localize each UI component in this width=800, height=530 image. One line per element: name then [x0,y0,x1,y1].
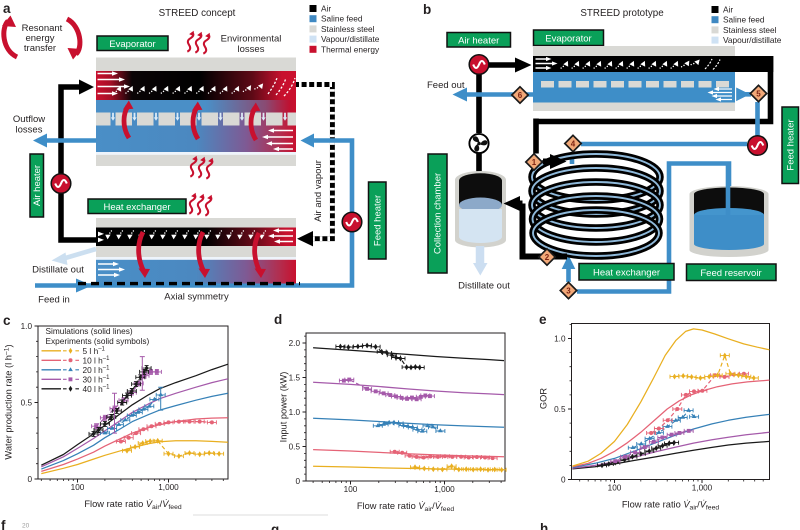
svg-text:Evaporator: Evaporator [109,39,155,50]
svg-text:1,000: 1,000 [692,484,713,493]
svg-text:STREED concept: STREED concept [159,8,236,19]
svg-text:Saline feed: Saline feed [723,15,765,25]
svg-text:4: 4 [571,139,576,148]
svg-text:Stainless steel: Stainless steel [321,24,375,34]
svg-text:2.0: 2.0 [289,339,301,348]
svg-text:Input power (kW): Input power (kW) [279,372,289,443]
svg-text:Feed reservoir: Feed reservoir [700,268,761,279]
svg-text:g: g [271,522,279,530]
svg-text:Environmental: Environmental [221,34,282,45]
svg-text:Heat exchanger: Heat exchanger [103,202,170,213]
svg-text:Heat exchanger: Heat exchanger [593,268,660,279]
svg-text:5: 5 [756,89,761,98]
svg-text:losses: losses [238,44,265,55]
svg-text:Saline feed: Saline feed [321,14,363,24]
svg-text:100: 100 [608,484,622,493]
svg-text:Feed in: Feed in [38,295,70,306]
svg-text:0: 0 [295,477,300,486]
svg-text:0.5: 0.5 [289,442,301,451]
svg-text:30 l h–1: 30 l h–1 [83,374,111,384]
svg-text:losses: losses [16,125,43,136]
svg-text:energy: energy [25,33,54,44]
svg-text:GOR: GOR [539,388,549,409]
svg-text:Air and vapour: Air and vapour [313,160,324,222]
svg-text:Feed out: Feed out [427,80,465,91]
svg-text:Vapour/distillate: Vapour/distillate [723,35,782,45]
svg-text:Feed heater: Feed heater [373,195,384,246]
svg-text:1: 1 [532,158,537,167]
svg-text:Evaporator: Evaporator [545,33,591,44]
svg-text:Collection chamber: Collection chamber [433,173,444,254]
svg-text:Stainless steel: Stainless steel [723,25,777,35]
svg-text:10 l h–1: 10 l h–1 [83,355,111,365]
svg-text:Air heater: Air heater [32,165,43,206]
svg-text:Distillate out: Distillate out [32,265,84,276]
svg-text:Experiments (solid symbols): Experiments (solid symbols) [46,336,150,346]
svg-text:0.5: 0.5 [21,398,33,407]
svg-text:Air heater: Air heater [458,35,499,46]
svg-text:1.0: 1.0 [21,322,33,331]
svg-text:1.5: 1.5 [289,373,301,382]
svg-text:1.0: 1.0 [554,334,566,343]
svg-text:Outflow: Outflow [13,114,45,125]
svg-text:1,000: 1,000 [434,485,455,494]
svg-text:Water production rate (l h–1): Water production rate (l h–1) [4,344,14,459]
svg-text:STREED prototype: STREED prototype [580,8,664,19]
svg-text:20: 20 [22,523,30,530]
svg-text:d: d [274,312,282,327]
svg-text:a: a [3,1,11,16]
svg-text:0: 0 [27,475,32,484]
svg-text:Air: Air [723,5,733,15]
svg-text:1.0: 1.0 [289,408,301,417]
svg-text:40 l h–1: 40 l h–1 [83,384,111,394]
svg-text:0: 0 [561,475,566,484]
svg-text:0.5: 0.5 [554,405,566,414]
svg-text:100: 100 [344,485,358,494]
svg-text:f: f [1,518,6,530]
svg-text:Axial symmetry: Axial symmetry [164,292,229,303]
svg-text:Vapour/distillate: Vapour/distillate [321,34,380,44]
svg-text:h: h [540,521,548,530]
svg-text:Resonant: Resonant [22,23,63,34]
svg-text:2: 2 [545,253,550,262]
svg-text:b: b [423,2,431,17]
svg-text:Simulations (solid lines): Simulations (solid lines) [46,326,133,336]
svg-text:e: e [539,312,547,327]
svg-text:5 l h–1: 5 l h–1 [83,346,106,356]
svg-text:Air: Air [321,4,331,14]
svg-text:100: 100 [71,483,85,492]
svg-text:transfer: transfer [24,43,56,54]
svg-text:Distillate out: Distillate out [458,281,510,292]
svg-text:c: c [3,313,11,328]
svg-text:Thermal energy: Thermal energy [321,44,380,54]
svg-text:6: 6 [518,91,523,100]
svg-text:Feed heater: Feed heater [786,119,797,170]
svg-text:20 l h–1: 20 l h–1 [83,365,111,375]
svg-text:1,000: 1,000 [158,483,179,492]
svg-text:Flow rate ratio V̇air/V̇feed: Flow rate ratio V̇air/V̇feed [622,499,719,511]
svg-text:3: 3 [566,286,571,295]
